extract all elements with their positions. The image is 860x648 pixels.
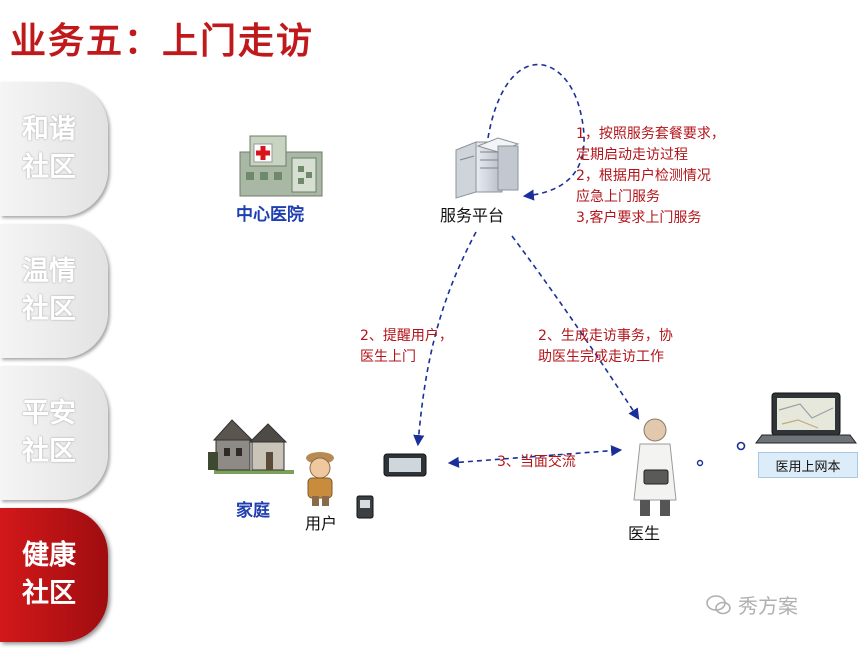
hospital-label: 中心医院	[236, 205, 304, 225]
house-icon	[208, 419, 294, 474]
laptop-icon	[755, 392, 857, 444]
note-line: 助医生完成走访工作	[538, 349, 664, 365]
tab-label: 社区	[22, 294, 76, 325]
connection-dot	[736, 441, 746, 451]
note-line: 2，根据用户检测情况	[576, 168, 711, 184]
home-label: 家庭	[236, 501, 270, 521]
note-line: 1，按照服务套餐要求，	[576, 126, 725, 142]
user-label: 用户	[305, 514, 338, 533]
tab-health-community[interactable]: 健康社区	[0, 508, 108, 642]
remind-user-note: 2、提醒用户， 医生上门	[360, 326, 453, 368]
tab-label: 社区	[22, 578, 76, 609]
create-visit-note: 2、生成走访事务，协 助医生完成走访工作	[538, 326, 673, 368]
platform-label: 服务平台	[440, 206, 505, 225]
platform-to-user-arrow	[413, 231, 477, 447]
page-title: 业务五：上门走访	[10, 21, 315, 62]
tab-warmth-community[interactable]: 温情社区	[0, 224, 108, 358]
doctor-label: 医生	[628, 524, 661, 543]
note-line: 3,客户要求上门服务	[576, 210, 702, 226]
tab-safety-community[interactable]: 平安社区	[0, 366, 108, 500]
doctor-icon	[633, 418, 677, 516]
note-line: 2、提醒用户，	[360, 328, 453, 344]
note-line: 定期启动走访过程	[576, 147, 688, 163]
user-doctor-exchange-arrow	[447, 445, 623, 468]
tab-label: 平安	[22, 398, 76, 429]
note-line: 医生上门	[360, 349, 416, 365]
server-icon	[455, 137, 520, 199]
tab-label: 温情	[22, 256, 76, 287]
wechat-icon	[706, 594, 731, 614]
tab-label: 和谐	[22, 114, 76, 145]
connection-dot	[696, 459, 704, 467]
tab-harmony-community[interactable]: 和谐社区	[0, 82, 108, 216]
hospital-icon	[239, 135, 323, 197]
web-netbook-label: 医用上网本	[758, 452, 858, 478]
home-monitor-device-icon	[356, 453, 427, 519]
platform-self-loop-arrow	[487, 63, 585, 201]
tab-label: 社区	[22, 436, 76, 467]
face-to-face-note: 3、当面交流	[497, 454, 576, 470]
watermark-text: 秀方案	[738, 594, 798, 618]
note-line: 应急上门服务	[576, 189, 660, 205]
watermark: 秀方案	[706, 590, 798, 619]
note-line: 2、生成走访事务，协	[538, 328, 673, 344]
tab-label: 社区	[22, 152, 76, 183]
platform-to-doctor-arrow	[511, 235, 640, 420]
platform-loop-note: 1，按照服务套餐要求， 定期启动走访过程 2，根据用户检测情况 应急上门服务 3…	[576, 124, 725, 229]
user-person-icon	[306, 452, 334, 506]
tab-label: 健康	[22, 540, 76, 571]
